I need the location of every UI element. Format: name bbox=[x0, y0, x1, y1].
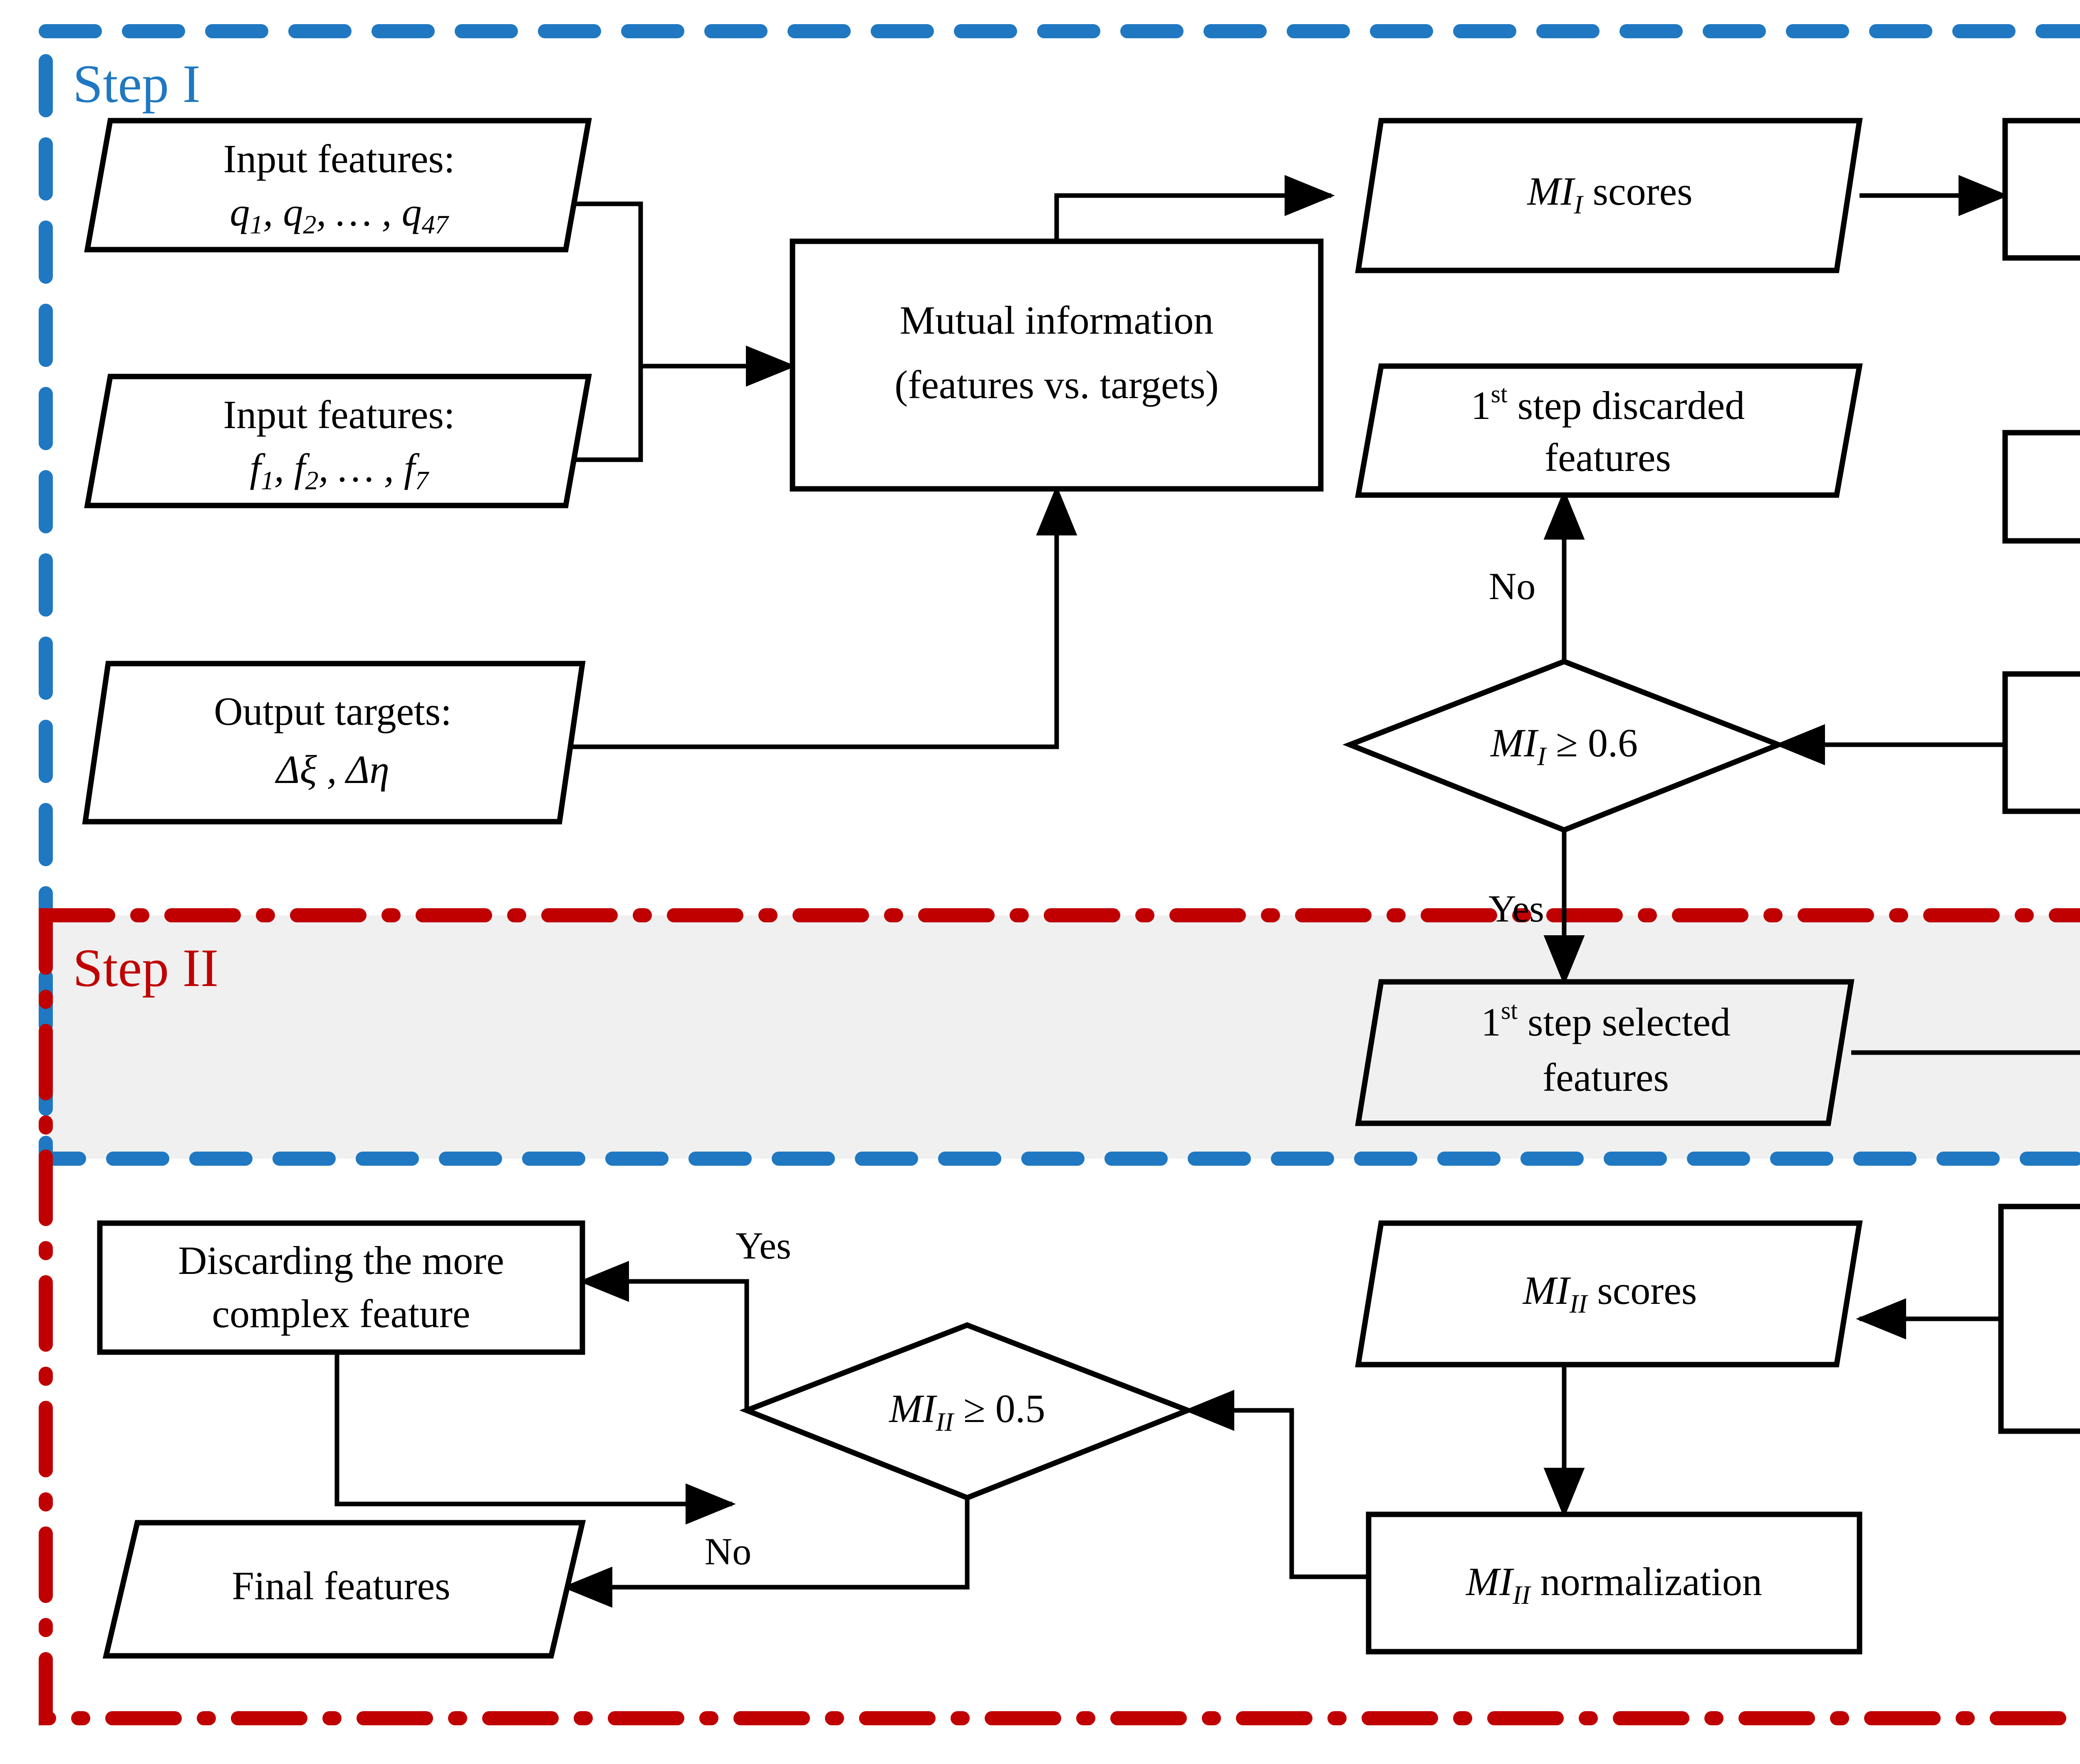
mutual-info-line2: (features vs. targets) bbox=[894, 362, 1218, 407]
edge-discard-mi2decision bbox=[334, 1352, 736, 1525]
edge-inputf-bus bbox=[566, 366, 643, 462]
edge-inputq-bus bbox=[566, 201, 643, 366]
step-1-container bbox=[39, 24, 2080, 1166]
step-2-label: Step II bbox=[73, 938, 218, 998]
node-first-step-selected[interactable]: 1st step selected features bbox=[1355, 979, 1855, 1126]
node-final-features[interactable]: Final features bbox=[102, 1520, 586, 1659]
edge-mutualinfo-mi1scores bbox=[1054, 175, 1335, 241]
node-output-targets[interactable]: Output targets: Δξ , Δη bbox=[82, 661, 586, 825]
node-discard-complex-feature[interactable]: Discarding the more complex feature bbox=[97, 1220, 585, 1355]
node-input-features-q[interactable]: Input features: q1, q2, … , q47 bbox=[84, 118, 592, 253]
node-mi2-normalization[interactable]: MIII normalization bbox=[1366, 1511, 1862, 1655]
input-f-line1: Input features: bbox=[223, 392, 455, 437]
mi1-decision-label: MII ≥ 0.6 bbox=[1490, 721, 1638, 771]
edge-mi2decision-discard bbox=[579, 1261, 749, 1410]
mutual-info-line1: Mutual information bbox=[900, 298, 1214, 342]
node-mi1-averaging[interactable]: MII averaging bbox=[2002, 430, 2080, 544]
node-mi1-scores[interactable]: MII scores bbox=[1355, 118, 1863, 273]
discard-line1: Discarding the more bbox=[178, 1238, 504, 1283]
discard-line2: complex feature bbox=[212, 1291, 470, 1336]
output-targets-line1: Output targets: bbox=[214, 689, 452, 733]
mi2-scores-label: MIII scores bbox=[1522, 1268, 1697, 1318]
node-mi1-normalization[interactable]: MII normalization bbox=[2002, 118, 2080, 261]
node-mutual-information[interactable]: Mutual information (features vs. targets… bbox=[790, 238, 1324, 492]
node-mi1-decision[interactable]: MII ≥ 0.6 bbox=[1342, 659, 1786, 833]
node-mi1-sorting[interactable]: MII sorting bbox=[2002, 671, 2080, 814]
edge-label-yes-step1: Yes bbox=[1488, 887, 1544, 930]
discarded-line1: 1st step discarded bbox=[1471, 380, 1745, 428]
edge-label-no-step2: No bbox=[705, 1530, 751, 1573]
selected-line1: 1st step selected bbox=[1481, 997, 1731, 1044]
final-features-label: Final features bbox=[232, 1563, 450, 1608]
node-first-step-discarded[interactable]: 1st step discarded features bbox=[1355, 363, 1863, 498]
selected-line2: features bbox=[1543, 1055, 1669, 1100]
edge-label-no-step1: No bbox=[1489, 565, 1535, 607]
step-1-label: Step I bbox=[73, 54, 201, 114]
edge-mi2decision-final bbox=[562, 1498, 970, 1608]
node-mi2-decision[interactable]: MIII ≥ 0.5 bbox=[739, 1322, 1195, 1501]
edge-mi2norm-mi2decision bbox=[1184, 1390, 1369, 1579]
edge-selected-pairwise bbox=[1851, 1050, 2080, 1055]
input-q-line1: Input features: bbox=[223, 136, 455, 181]
mi1-scores-label: MII scores bbox=[1526, 169, 1692, 219]
discarded-line2: features bbox=[1545, 435, 1671, 480]
node-input-features-f[interactable]: Input features: f1, f2, … , f7 bbox=[84, 374, 592, 508]
mi2-decision-label: MIII ≥ 0.5 bbox=[888, 1386, 1045, 1437]
output-targets-line2: Δξ , Δη bbox=[275, 747, 389, 792]
node-pairwise-mutual-information[interactable]: Pairwise mutual information (only featur… bbox=[1998, 1204, 2080, 1434]
input-f-line2: f1, f2, … , f7 bbox=[250, 446, 429, 495]
step-2-container bbox=[39, 908, 2080, 1725]
mi2-norm-label: MIII normalization bbox=[1465, 1559, 1762, 1610]
edge-outputtargets-mutualinfo bbox=[557, 485, 1077, 749]
input-q-line2: q1, q2, … , q47 bbox=[230, 190, 449, 239]
edge-label-yes-step2: Yes bbox=[735, 1224, 791, 1267]
node-mi2-scores[interactable]: MIII scores bbox=[1355, 1220, 1863, 1368]
